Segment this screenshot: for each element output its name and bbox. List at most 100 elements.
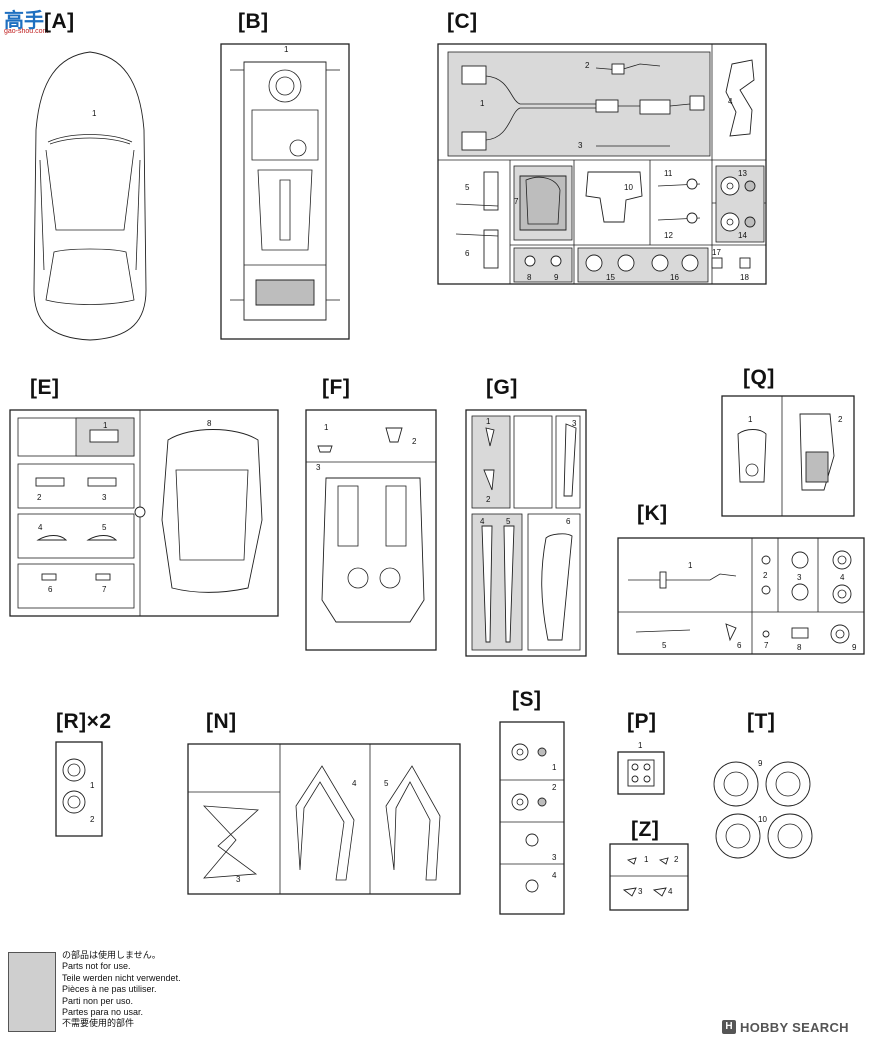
sprue-g-frame xyxy=(465,409,587,657)
legend-line-en: Parts not for use. xyxy=(62,961,131,972)
part-z-1: 1 xyxy=(644,855,649,864)
part-c-7: 7 xyxy=(514,197,519,206)
watermark-chars: 高手 xyxy=(4,8,44,32)
legend-line-ja: の部品は使用しません。 xyxy=(62,950,161,960)
hobbysearch-watermark: H HOBBY SEARCH xyxy=(722,1018,849,1036)
part-k-5: 5 xyxy=(662,641,667,650)
part-c-18: 18 xyxy=(740,273,749,282)
part-e-4: 4 xyxy=(38,523,43,532)
part-c-8: 8 xyxy=(527,273,532,282)
part-n-5: 5 xyxy=(384,779,389,788)
sprue-p-frame xyxy=(617,751,665,795)
part-t-9: 9 xyxy=(758,759,763,768)
sprue-label-e: [E] xyxy=(30,376,60,399)
sprue-a: 1 xyxy=(33,51,147,341)
part-z-2: 2 xyxy=(674,855,679,864)
part-n-3: 3 xyxy=(236,875,241,884)
sprue-f-frame xyxy=(305,409,437,651)
sprue-label-z: [Z] xyxy=(631,818,660,841)
part-n-4: 4 xyxy=(352,779,357,788)
part-g-3: 3 xyxy=(572,419,577,428)
part-e-3: 3 xyxy=(102,493,107,502)
sprue-f: 1 2 3 xyxy=(305,409,437,651)
sprue-b-frame xyxy=(220,43,350,340)
part-c-12: 12 xyxy=(664,231,673,240)
part-e-7: 7 xyxy=(102,585,107,594)
part-p-1: 1 xyxy=(638,741,643,750)
sprue-label-f: [F] xyxy=(322,376,351,399)
part-z-4: 4 xyxy=(668,887,673,896)
part-c-6: 6 xyxy=(465,249,470,258)
part-c-15: 15 xyxy=(606,273,615,282)
sprue-n: 3 4 5 xyxy=(187,743,461,895)
legend-text: の部品は使用しません。 Parts not for use. Teile wer… xyxy=(62,950,181,1030)
sprue-c: 1 2 3 4 5 6 7 8 9 10 11 12 13 xyxy=(437,43,767,285)
part-k-7: 7 xyxy=(764,641,769,650)
sprue-q-frame xyxy=(721,395,855,517)
sprue-label-t: [T] xyxy=(747,710,776,733)
sprue-r: 1 2 xyxy=(55,741,103,837)
part-g-4: 4 xyxy=(480,517,485,526)
sprue-b: 1 xyxy=(220,43,350,340)
part-a-1: 1 xyxy=(92,109,97,118)
watermark-logo: 高手 gao-shou.com xyxy=(4,4,66,38)
part-q-2: 2 xyxy=(838,415,843,424)
part-q-1: 1 xyxy=(748,415,753,424)
part-s-4: 4 xyxy=(552,871,557,880)
sprue-t: 9 10 xyxy=(713,759,813,859)
part-z-3: 3 xyxy=(638,887,643,896)
hobbysearch-logo-icon: H xyxy=(722,1020,736,1034)
part-k-4: 4 xyxy=(840,573,845,582)
part-k-8: 8 xyxy=(797,643,802,652)
sprue-k-frame xyxy=(617,537,865,655)
part-c-4: 4 xyxy=(728,97,733,106)
part-e-8: 8 xyxy=(207,419,212,428)
part-c-16: 16 xyxy=(670,273,679,282)
part-r-2: 2 xyxy=(90,815,95,824)
part-g-6: 6 xyxy=(566,517,571,526)
sprue-label-s: [S] xyxy=(512,688,542,711)
part-s-3: 3 xyxy=(552,853,557,862)
sprue-s-frame xyxy=(499,721,565,915)
part-c-14: 14 xyxy=(738,231,747,240)
sprue-label-q: [Q] xyxy=(743,366,775,389)
sprue-z-frame xyxy=(609,843,689,911)
sprue-s: 1 2 3 4 xyxy=(499,721,565,915)
part-k-2: 2 xyxy=(763,571,768,580)
legend-line-zh: 不需要使用的部件 xyxy=(62,1018,135,1029)
part-f-2: 2 xyxy=(412,437,417,446)
sprue-g: 1 2 3 4 5 6 xyxy=(465,409,587,657)
sprue-e-frame xyxy=(9,409,279,617)
part-r-1: 1 xyxy=(90,781,95,790)
legend-line-de: Teile werden nicht verwendet. xyxy=(62,972,181,983)
part-c-10: 10 xyxy=(624,183,633,192)
part-c-11: 11 xyxy=(664,169,673,178)
sprue-label-p: [P] xyxy=(627,710,657,733)
sprue-label-g: [G] xyxy=(486,376,518,399)
sprue-label-b: [B] xyxy=(238,10,269,33)
sprue-r-frame xyxy=(55,741,103,837)
sprue-k: 1 2 3 4 5 6 7 8 9 xyxy=(617,537,865,655)
part-e-1: 1 xyxy=(103,421,108,430)
part-e-5: 5 xyxy=(102,523,107,532)
sprue-e: 1 2 3 4 5 6 7 8 xyxy=(9,409,279,617)
watermark-url: gao-shou.com xyxy=(4,28,49,35)
part-c-1: 1 xyxy=(480,99,485,108)
part-f-3: 3 xyxy=(316,463,321,472)
sprue-label-n: [N] xyxy=(206,710,237,733)
part-e-2: 2 xyxy=(37,493,42,502)
part-e-6: 6 xyxy=(48,585,53,594)
legend-line-fr: Pièces à ne pas utiliser. xyxy=(62,984,157,995)
part-c-13: 13 xyxy=(738,169,747,178)
part-b-1: 1 xyxy=(284,45,289,54)
part-k-6: 6 xyxy=(737,641,742,650)
part-g-5: 5 xyxy=(506,517,511,526)
part-t-10: 10 xyxy=(758,815,767,824)
part-c-3: 3 xyxy=(578,141,583,150)
part-f-1: 1 xyxy=(324,423,329,432)
part-c-9: 9 xyxy=(554,273,559,282)
part-s-2: 2 xyxy=(552,783,557,792)
sprue-label-a: [A] xyxy=(44,10,75,33)
sprue-label-k: [K] xyxy=(637,502,668,525)
